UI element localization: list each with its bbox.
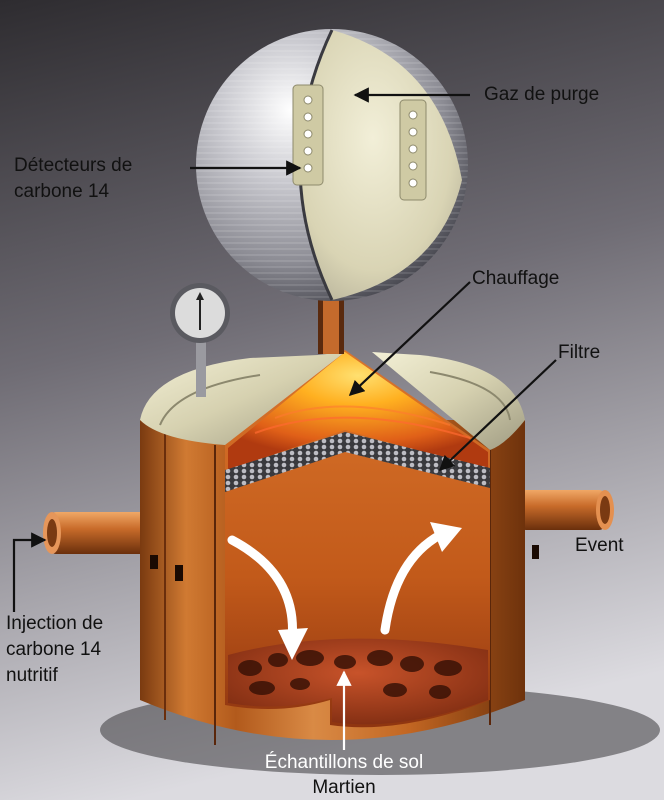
label-filtre: Filtre (558, 342, 601, 363)
label-chauffage: Chauffage (472, 268, 560, 289)
label-injection-line2: carbone 14 (6, 639, 102, 660)
label-gaz-de-purge: Gaz de purge (484, 84, 600, 105)
injection-pipe (43, 512, 150, 554)
label-echantillons-line1: Échantillons de sol (264, 752, 424, 773)
leader-lines (12, 87, 557, 612)
label-injection-line1: Injection de (6, 613, 104, 634)
label-event: Event (575, 535, 624, 556)
label-detecteurs-line1: Détecteurs de (14, 155, 133, 176)
detector-sphere (196, 29, 468, 301)
event-pipe (520, 490, 614, 530)
label-echantillons-line2: Martien (312, 777, 376, 798)
label-injection-line3: nutritif (6, 665, 58, 686)
leader-injection (12, 532, 47, 612)
leader-chauffage (348, 281, 471, 397)
pressure-gauge (170, 283, 230, 397)
cutaway (225, 350, 490, 728)
label-detecteurs-line2: carbone 14 (14, 181, 110, 202)
leader-filtre (438, 359, 557, 472)
